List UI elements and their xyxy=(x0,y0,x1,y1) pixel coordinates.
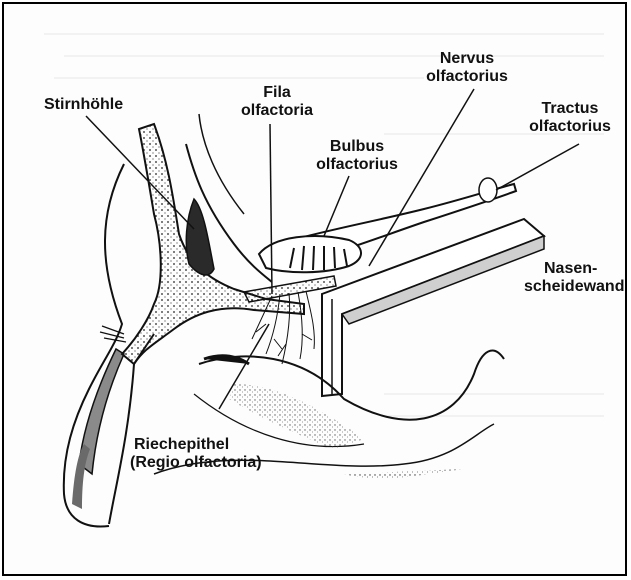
label-bulbus-olfactorius: Bulbus olfactorius xyxy=(302,138,412,174)
brow-hatching xyxy=(100,326,126,342)
label-riech-line1: Riechepithel xyxy=(130,436,262,454)
label-stirnhoehle: Stirnhöhle xyxy=(44,96,123,114)
label-fila-olfactoria: Fila olfactoria xyxy=(227,84,327,120)
label-bulbus-line1: Bulbus xyxy=(302,138,412,156)
label-nervus-line2: olfactorius xyxy=(412,68,522,86)
label-fila-line2: olfactoria xyxy=(227,102,327,120)
nose-profile-outline xyxy=(64,164,124,527)
label-nasen-line2: scheidewand xyxy=(524,278,624,296)
label-tractus-line1: Tractus xyxy=(516,100,624,118)
label-nasen-line1: Nasen- xyxy=(524,260,624,278)
frontal-sinus xyxy=(186,199,214,275)
label-fila-line1: Fila xyxy=(227,84,327,102)
label-bulbus-line2: olfactorius xyxy=(302,156,412,174)
label-nasenscheidewand: Nasen- scheidewand xyxy=(524,260,624,296)
label-riech-line2: (Regio olfactoria) xyxy=(130,454,262,472)
label-nervus-line1: Nervus xyxy=(412,50,522,68)
label-tractus-olfactorius: Tractus olfactorius xyxy=(516,100,624,136)
label-nervus-olfactorius: Nervus olfactorius xyxy=(412,50,522,86)
tract-end xyxy=(479,178,497,202)
label-riechepithel: Riechepithel (Regio olfactoria) xyxy=(130,436,262,472)
label-tractus-line2: olfactorius xyxy=(516,118,624,136)
